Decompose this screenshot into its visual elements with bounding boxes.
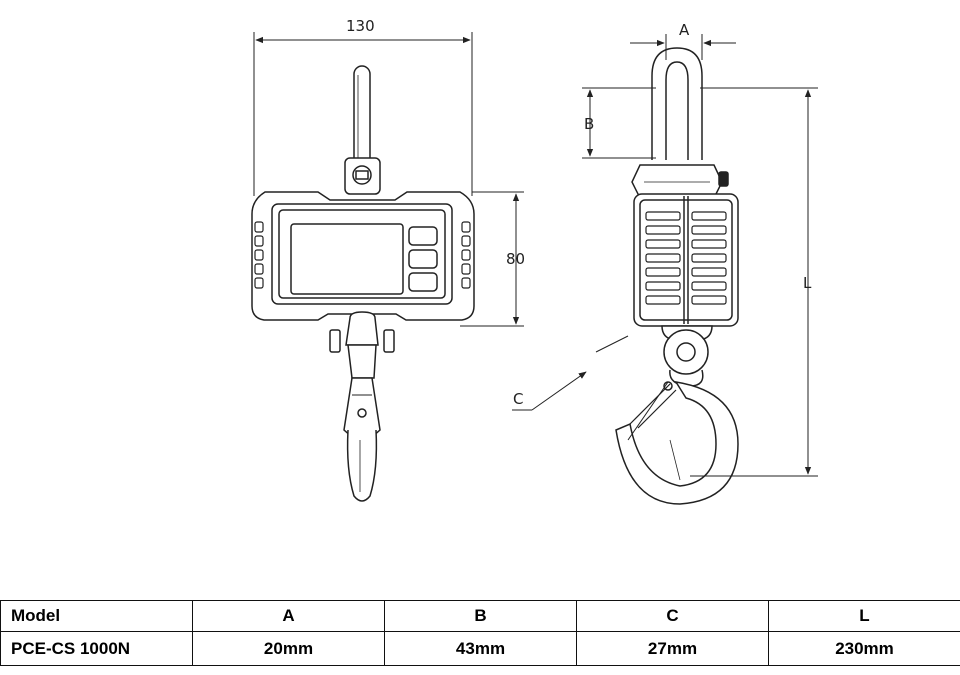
cell-model: PCE-CS 1000N <box>0 631 193 666</box>
front-shackle <box>344 65 381 195</box>
dimension-a <box>630 34 736 60</box>
table-header-row: Model A B C L <box>0 600 960 632</box>
cell-a: 20mm <box>192 631 385 666</box>
lcd-display <box>290 223 404 295</box>
dimension-80 <box>460 191 524 327</box>
height-label: 80 <box>506 250 525 268</box>
cell-b: 43mm <box>384 631 577 666</box>
side-hook <box>615 325 739 505</box>
width-label: 130 <box>346 17 375 35</box>
dimension-c <box>512 335 669 441</box>
dim-a-label: A <box>679 21 690 39</box>
side-vents <box>645 211 727 305</box>
cell-l: 230mm <box>768 631 960 666</box>
button-3 <box>408 272 438 292</box>
button-2 <box>408 249 438 269</box>
dim-c-label: C <box>513 390 523 408</box>
header-c: C <box>576 600 769 632</box>
spec-table: Model A B C L PCE-CS 1000N 20mm 43mm 27m… <box>0 600 960 666</box>
dimension-130 <box>253 32 473 196</box>
left-grip <box>254 221 264 289</box>
scale-body <box>251 191 475 321</box>
side-shackle <box>631 47 729 199</box>
technical-drawing: 130 80 <box>251 17 818 505</box>
front-view <box>251 65 475 502</box>
front-hook <box>329 311 395 502</box>
button-1 <box>408 226 438 246</box>
header-b: B <box>384 600 577 632</box>
header-l: L <box>768 600 960 632</box>
dimension-l <box>690 87 818 477</box>
dim-l-label: L <box>803 274 812 292</box>
right-grip <box>461 221 471 289</box>
dim-b-label: B <box>584 115 594 133</box>
dimension-b <box>582 87 656 159</box>
header-model: Model <box>0 600 193 632</box>
side-view <box>615 47 739 505</box>
header-a: A <box>192 600 385 632</box>
cell-c: 27mm <box>576 631 769 666</box>
table-row: PCE-CS 1000N 20mm 43mm 27mm 230mm <box>0 631 960 666</box>
side-body <box>633 193 739 327</box>
